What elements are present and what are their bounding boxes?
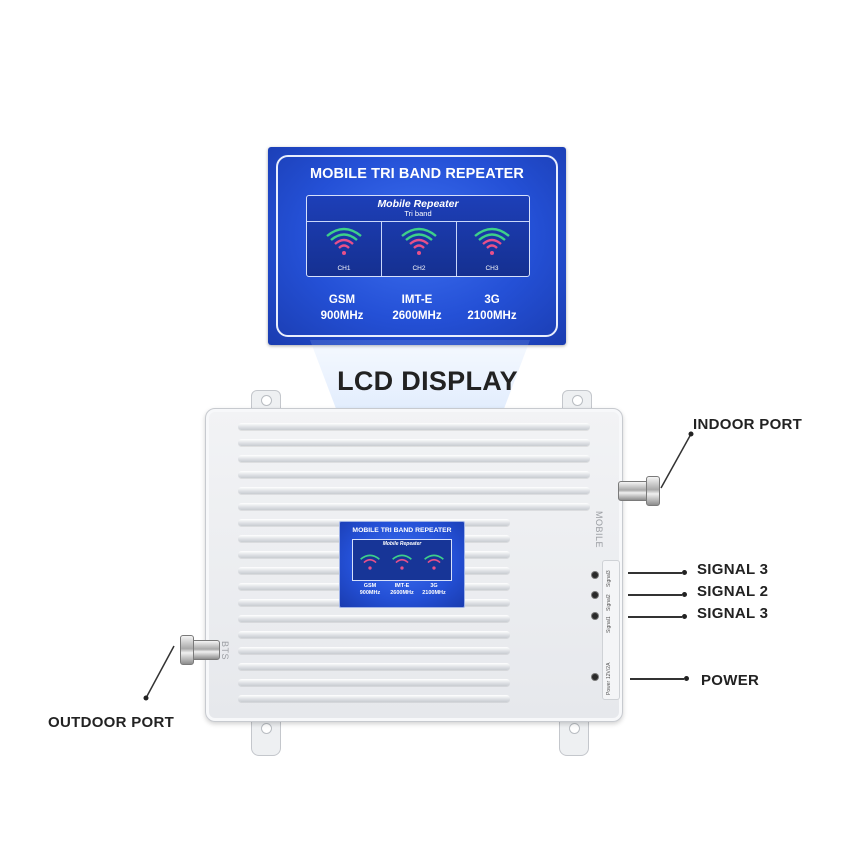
channel-3: CH3 (455, 221, 529, 276)
band-freq: 2600MHz (390, 590, 414, 596)
band-name: IMT-E (394, 583, 410, 589)
lcd-label-panel: MOBILE TRI BAND REPEATER Mobile Repeater… (268, 147, 566, 345)
lcd-display-heading: LCD DISPLAY (337, 366, 518, 396)
mounting-ear (251, 718, 281, 756)
signal-1-led (592, 613, 598, 619)
outdoor-port-nut (180, 635, 194, 665)
mounting-ear (559, 718, 589, 756)
wifi-signal-icon (424, 554, 444, 570)
band-freq: 900MHz (359, 590, 381, 596)
lcd-screen: Mobile Repeater Tri band CH1 CH2 (306, 195, 530, 277)
indoor-port-label: INDOOR PORT (693, 416, 803, 433)
cooling-fin (238, 503, 590, 510)
wifi-signal-icon (326, 227, 362, 255)
cooling-fin (238, 679, 510, 686)
mounting-ear (251, 390, 281, 410)
indoor-port-nut (646, 476, 660, 506)
panel-frame (276, 155, 558, 337)
band-freq: 2600MHz (392, 310, 442, 322)
power-leader (630, 678, 684, 680)
band-freq: 2100MHz (467, 310, 517, 322)
channel-label: CH2 (412, 265, 426, 272)
channel-2: CH2 (381, 221, 457, 276)
device-lcd: MOBILE TRI BAND REPEATER Mobile Repeater… (339, 521, 465, 608)
power-label: POWER (701, 672, 760, 689)
leader-dot (682, 614, 687, 619)
cooling-fin (238, 439, 590, 446)
signal-3-label: SIGNAL 3 (697, 561, 769, 578)
band-2: IMT-E 2600MHz (377, 292, 457, 324)
band-freq: 900MHz (320, 310, 364, 322)
signal-1-leader (628, 616, 682, 618)
band-name: GSM (328, 294, 356, 306)
device-lcd-title: MOBILE TRI BAND REPEATER (352, 527, 452, 534)
outdoor-port-label: OUTDOOR PORT (48, 714, 175, 731)
leader-dot (684, 676, 689, 681)
wifi-signal-icon (360, 554, 380, 570)
led-label: Signal1 (606, 616, 612, 633)
screen-header: Mobile Repeater Tri band (307, 196, 529, 222)
led-indicator-strip: Signal3 Signal2 Signal1 Power 12V/2A (602, 560, 620, 700)
mounting-ear (562, 390, 592, 410)
mobile-engraving: MOBILE (594, 511, 604, 549)
cooling-fin (238, 615, 510, 622)
outdoor-port-leader (143, 645, 175, 701)
panel-title: MOBILE TRI BAND REPEATER (310, 166, 524, 182)
led-label: Signal2 (606, 594, 612, 611)
leader-dot (682, 592, 687, 597)
power-led (592, 674, 598, 680)
cooling-fin (238, 695, 510, 702)
cooling-fin (238, 663, 510, 670)
band-name: 3G (430, 583, 438, 589)
wifi-signal-icon (392, 554, 412, 570)
signal-3-leader (628, 572, 682, 574)
band-name: 3G (484, 294, 500, 306)
cooling-fin (238, 455, 590, 462)
signal-3-led (592, 572, 598, 578)
led-label: Power (606, 680, 612, 695)
led-label: Signal3 (606, 570, 612, 587)
led-label: 12V/2A (606, 662, 612, 679)
device-band-3: 3G 2100MHz (416, 583, 452, 597)
band-1: GSM 900MHz (302, 292, 382, 324)
band-name: IMT-E (401, 294, 433, 306)
cooling-fin (238, 631, 510, 638)
device-lcd-screen-title: Mobile Repeater (382, 541, 422, 547)
band-name: GSM (363, 583, 377, 589)
channel-1: CH1 (307, 221, 381, 276)
cooling-fin (238, 487, 590, 494)
device-lcd-screen: Mobile Repeater (352, 539, 452, 581)
screen-title: Mobile Repeater (377, 198, 459, 210)
channel-label: CH1 (337, 265, 351, 272)
wifi-signal-icon (474, 227, 510, 255)
bts-engraving: BTS (220, 641, 230, 661)
cooling-fin (238, 647, 510, 654)
device-band-1: GSM 900MHz (352, 583, 388, 597)
cooling-fin (238, 423, 590, 430)
band-freq: 2100MHz (422, 590, 446, 596)
indoor-port-leader (660, 431, 694, 489)
signal-2-label: SIGNAL 2 (697, 583, 769, 600)
wifi-signal-icon (401, 227, 437, 255)
screen-subtitle: Tri band (404, 209, 432, 218)
device-band-2: IMT-E 2600MHz (384, 583, 420, 597)
leader-dot (682, 570, 687, 575)
channel-label: CH3 (485, 265, 499, 272)
cooling-fin (238, 471, 590, 478)
band-3: 3G 2100MHz (452, 292, 532, 324)
signal-2-leader (628, 594, 682, 596)
signal-2-led (592, 592, 598, 598)
signal-1-label: SIGNAL 3 (697, 605, 769, 622)
